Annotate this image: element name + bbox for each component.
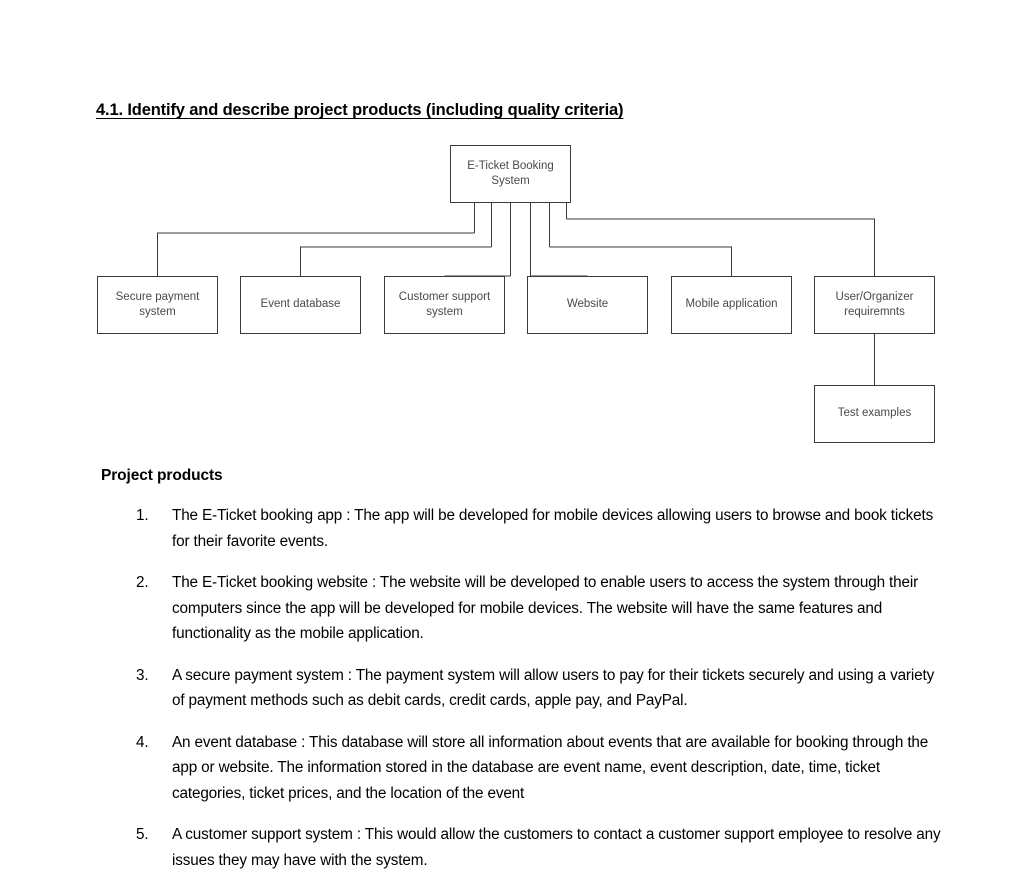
diagram-node-customer-support-system: Customer support system: [384, 276, 505, 334]
node-label-line1: E-Ticket Booking: [467, 159, 554, 172]
list-item-number: 3.: [136, 666, 149, 684]
node-label-line2: requiremnts: [844, 306, 905, 318]
node-label-line2: system: [426, 306, 463, 318]
diagram-node-website: Website: [527, 276, 648, 334]
project-products-subheading: Project products: [101, 467, 223, 484]
list-item: 1. The E-Ticket booking app : The app wi…: [136, 503, 946, 554]
node-label-line1: Secure payment: [115, 290, 200, 303]
diagram-node-event-database: Event database: [240, 276, 361, 334]
page-title: 4.1. Identify and describe project produ…: [96, 101, 624, 119]
diagram-node-root: E-Ticket Booking System: [450, 145, 571, 203]
list-item-number: 1.: [136, 507, 149, 524]
product-breakdown-diagram: E-Ticket Booking System Secure payment s…: [0, 130, 1024, 460]
list-item: 3. A secure payment system : The payment…: [136, 663, 946, 714]
list-item-number: 4.: [136, 733, 149, 751]
project-products-list: 1. The E-Ticket booking app : The app wi…: [136, 503, 946, 889]
node-label-line1: User/Organizer: [835, 290, 914, 303]
node-label-line2: system: [139, 306, 176, 318]
list-item: 2. The E-Ticket booking website : The we…: [136, 570, 946, 647]
list-item-text: A customer support system : This would a…: [172, 826, 941, 869]
list-item-number: 2.: [136, 574, 149, 591]
diagram-node-user-organizer-requirements: User/Organizer requiremnts: [814, 276, 935, 334]
node-label-line1: Mobile application: [685, 298, 778, 311]
list-item-text: The E-Ticket booking app : The app will …: [172, 507, 934, 550]
node-label-line1: Website: [566, 298, 609, 311]
list-item: 4. An event database : This database wil…: [136, 730, 946, 807]
diagram-node-mobile-application: Mobile application: [671, 276, 792, 334]
list-item-text: An event database : This database will s…: [172, 733, 929, 802]
diagram-node-secure-payment-system: Secure payment system: [97, 276, 218, 334]
list-item-number: 5.: [136, 826, 149, 843]
list-item: 5. A customer support system : This woul…: [136, 822, 946, 873]
node-label-line2: System: [491, 175, 530, 187]
node-label-line1: Event database: [260, 298, 341, 311]
node-label-line1: Test examples: [837, 407, 912, 420]
list-item-text: A secure payment system : The payment sy…: [172, 666, 935, 710]
list-item-text: The E-Ticket booking website : The websi…: [172, 574, 919, 642]
diagram-node-test-examples: Test examples: [814, 385, 935, 443]
node-label-line1: Customer support: [398, 290, 491, 303]
